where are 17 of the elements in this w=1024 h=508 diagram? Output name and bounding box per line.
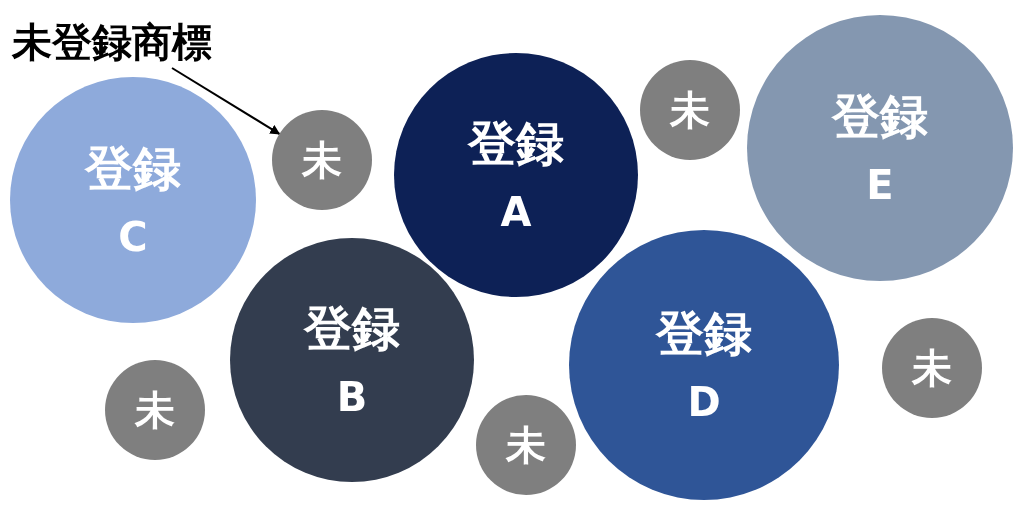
circle-label: 登録 xyxy=(468,114,564,173)
circle-label: 登録 xyxy=(85,139,181,198)
circle-label: 登録 xyxy=(656,304,752,363)
circle-letter: D xyxy=(687,378,721,427)
circle-label: 未 xyxy=(135,386,175,435)
circle-label: 未 xyxy=(670,86,710,135)
circle-letter: A xyxy=(500,188,532,237)
circle-label: 登録 xyxy=(832,87,928,146)
circle-letter: E xyxy=(866,161,894,210)
circle-letter: B xyxy=(336,373,368,422)
circle-label: 登録 xyxy=(304,299,400,358)
leader-arrow xyxy=(171,67,281,135)
circle-label: 未 xyxy=(302,136,342,185)
circle-label: 未 xyxy=(506,421,546,470)
circle-label: 未 xyxy=(912,344,952,393)
heading-text: 未登録商標 xyxy=(12,20,212,64)
circle-letter: C xyxy=(118,213,148,262)
